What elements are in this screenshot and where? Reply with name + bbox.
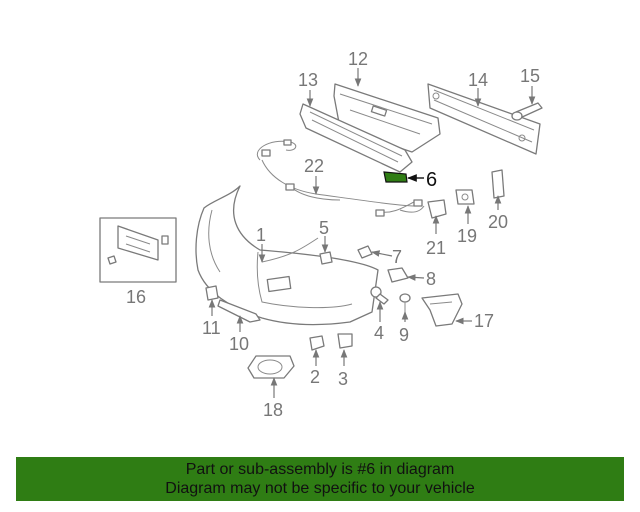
callout-3: 3: [338, 369, 348, 389]
part-14-reinforcement: [427, 83, 541, 155]
part-4-bolt: [370, 286, 389, 305]
part-13-absorber: [299, 103, 413, 173]
footer-banner: Part or sub-assembly is #6 in diagram Di…: [16, 457, 624, 501]
callout-11: 11: [202, 318, 221, 338]
part-1-bumper-cover: [195, 185, 379, 326]
part-3-clip: [337, 333, 353, 349]
part-8-bracket: [387, 267, 409, 283]
callout-9: 9: [399, 325, 409, 345]
part-11-clip: [205, 285, 219, 301]
part-6-bracket-highlighted: [383, 171, 408, 183]
part-17-undercover: [421, 293, 463, 327]
footer-line-2: Diagram may not be specific to your vehi…: [165, 480, 475, 497]
part-20-bracket: [491, 169, 505, 199]
part-7-clip: [357, 245, 373, 259]
part-9-fastener: [399, 293, 411, 312]
callout-15: 15: [520, 66, 540, 86]
callout-2: 2: [310, 367, 320, 387]
callout-10: 10: [229, 334, 249, 354]
part-5-retainer: [319, 251, 333, 265]
callout-16: 16: [126, 287, 146, 307]
part-2-clip: [309, 335, 325, 351]
part-16-license-bracket: [99, 217, 177, 283]
part-10-seal-strip: [217, 299, 261, 323]
callout-22: 22: [304, 156, 324, 176]
part-15-bolt: [511, 102, 543, 121]
part-22-wire-harness: [257, 139, 425, 217]
callout-12: 12: [348, 49, 368, 69]
callout-8: 8: [426, 269, 436, 289]
footer-line-1: Part or sub-assembly is #6 in diagram: [185, 461, 455, 478]
callout-19: 19: [457, 226, 477, 246]
part-21-bracket: [427, 199, 447, 219]
callout-21: 21: [426, 238, 446, 258]
callout-4: 4: [374, 323, 384, 343]
callout-5: 5: [319, 218, 329, 238]
callout-6-highlighted: 6: [426, 169, 437, 191]
callout-17: 17: [474, 311, 494, 331]
part-19-sensor: [455, 189, 475, 205]
leader-lines: [208, 68, 536, 398]
part-12-absorber: [333, 83, 441, 153]
callout-14: 14: [468, 70, 488, 90]
callout-18: 18: [263, 400, 283, 420]
part-18-lamp-cover: [247, 355, 295, 379]
callout-13: 13: [298, 70, 318, 90]
callout-labels: 1 2 3 4 5 6 7 8 9 10 11 12 13 14 15 16 1…: [126, 49, 540, 420]
callout-7: 7: [392, 247, 402, 267]
callout-1: 1: [256, 225, 266, 245]
callout-20: 20: [488, 212, 508, 232]
